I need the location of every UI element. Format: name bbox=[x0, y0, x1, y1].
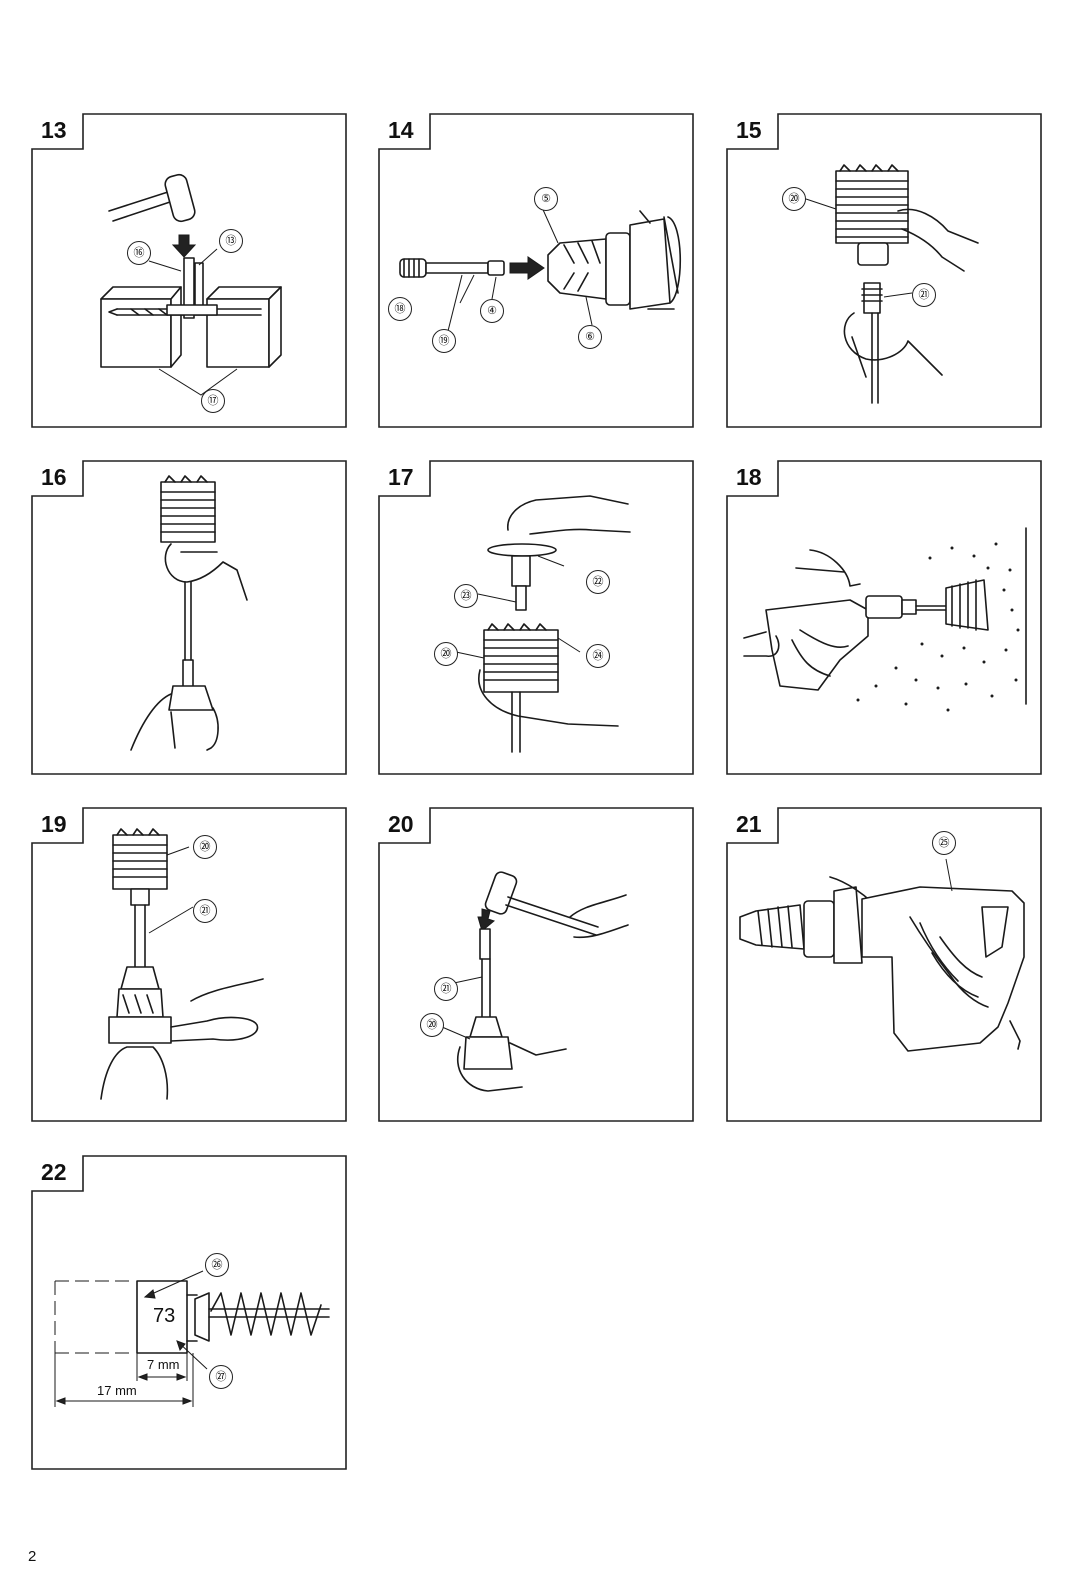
callout-20d: ⑳ bbox=[420, 1013, 444, 1037]
figure-15-frame bbox=[726, 113, 1042, 428]
figure-19-frame bbox=[31, 807, 347, 1122]
callout-23: ㉓ bbox=[454, 584, 478, 608]
callout-19: ⑲ bbox=[432, 329, 456, 353]
callout-25: ㉕ bbox=[932, 831, 956, 855]
figure-18-number: 18 bbox=[736, 464, 762, 490]
figure-16-number: 16 bbox=[41, 464, 67, 490]
figure-19-number: 19 bbox=[41, 811, 67, 837]
callout-16: ⑯ bbox=[127, 241, 151, 265]
figure-21: 21 ㉕ bbox=[726, 807, 1042, 1122]
callout-24: ㉔ bbox=[586, 644, 610, 668]
figure-15-number: 15 bbox=[736, 117, 762, 143]
callout-20: ⑳ bbox=[782, 187, 806, 211]
callout-21c: ㉑ bbox=[434, 977, 458, 1001]
figure-22-frame bbox=[31, 1155, 347, 1470]
figure-20-frame bbox=[378, 807, 694, 1122]
figure-14: 14 ⑤ ⑱ ④ ⑲ ⑥ bbox=[378, 113, 694, 428]
figure-16-frame bbox=[31, 460, 347, 775]
figure-22: 22 ㉖ ㉗ 73 7 mm 17 mm bbox=[31, 1155, 347, 1470]
callout-20b: ⑳ bbox=[434, 642, 458, 666]
figure-21-frame bbox=[726, 807, 1042, 1122]
figure-17: 17 ㉒ ㉓ ⑳ ㉔ bbox=[378, 460, 694, 775]
figure-17-frame bbox=[378, 460, 694, 775]
figure-19: 19 ⑳ ㉑ bbox=[31, 807, 347, 1122]
callout-21b: ㉑ bbox=[193, 899, 217, 923]
page-number: 2 bbox=[28, 1548, 37, 1565]
callout-26: ㉖ bbox=[205, 1253, 229, 1277]
figure-13: 13 ⑯ ⑬ ⑰ bbox=[31, 113, 347, 428]
callout-18: ⑱ bbox=[388, 297, 412, 321]
figure-21-number: 21 bbox=[736, 811, 762, 837]
dimension-17mm: 17 mm bbox=[97, 1383, 137, 1398]
figure-20-number: 20 bbox=[388, 811, 414, 837]
figure-18-frame bbox=[726, 460, 1042, 775]
callout-13: ⑬ bbox=[219, 229, 243, 253]
callout-21: ㉑ bbox=[912, 283, 936, 307]
figure-17-number: 17 bbox=[388, 464, 414, 490]
figure-15: 15 ⑳ ㉑ bbox=[726, 113, 1042, 428]
callout-17: ⑰ bbox=[201, 389, 225, 413]
figure-20: 20 ㉑ ⑳ bbox=[378, 807, 694, 1122]
callout-20c: ⑳ bbox=[193, 835, 217, 859]
figure-13-number: 13 bbox=[41, 117, 67, 143]
callout-4: ④ bbox=[480, 299, 504, 323]
callout-5: ⑤ bbox=[534, 187, 558, 211]
figure-18: 18 bbox=[726, 460, 1042, 775]
callout-27: ㉗ bbox=[209, 1365, 233, 1389]
figure-14-frame bbox=[378, 113, 694, 428]
figure-14-number: 14 bbox=[388, 117, 414, 143]
figure-13-frame bbox=[31, 113, 347, 428]
figure-22-number: 22 bbox=[41, 1159, 67, 1185]
callout-6: ⑥ bbox=[578, 325, 602, 349]
figure-16: 16 bbox=[31, 460, 347, 775]
dimension-7mm: 7 mm bbox=[147, 1357, 180, 1372]
callout-22: ㉒ bbox=[586, 570, 610, 594]
brush-value: 73 bbox=[153, 1305, 176, 1327]
